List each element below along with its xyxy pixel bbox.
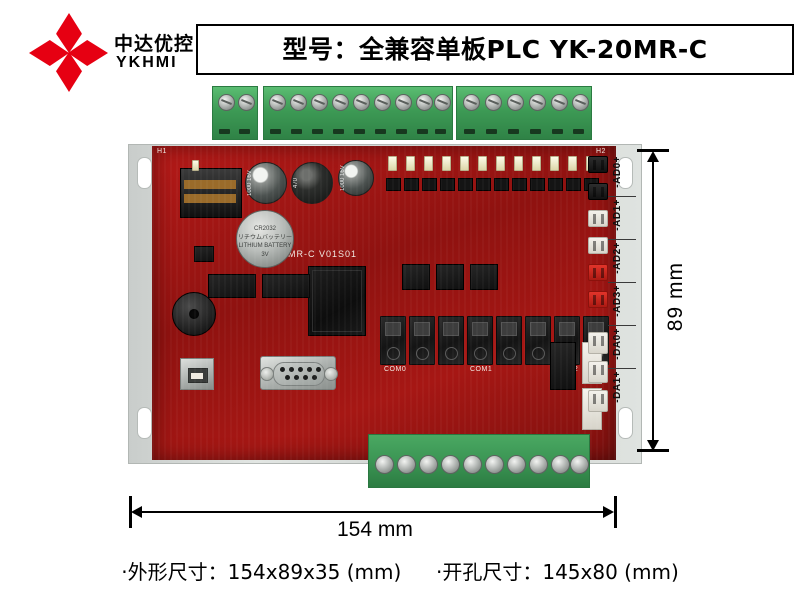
- inductor: 470: [291, 162, 333, 204]
- driver-ic: [262, 274, 310, 298]
- mount-keyhole-slot: [618, 407, 633, 439]
- pin-label-ad1: -AD1+: [612, 199, 623, 231]
- silk-com1: COM1: [470, 366, 493, 373]
- product-photo: H1 H2 YK-20MR-C V01S01 1000 16V 470 1000…: [100, 84, 700, 524]
- logic-ic: [470, 264, 498, 290]
- silk-com2: COM2: [556, 366, 579, 373]
- pin-label-da1: -DA1+: [612, 371, 623, 403]
- logic-ic: [402, 264, 430, 290]
- outline-size-label: ·外形尺寸：154x89x35 (mm): [121, 560, 402, 584]
- brand-name-cn: 中达优控: [114, 33, 195, 55]
- mcu-chip: [308, 266, 366, 336]
- pin-label-ad0: -AD0+: [612, 156, 623, 188]
- battery-type: CR2032: [253, 226, 276, 232]
- battery-labels: CR2032 リチウムバッテリー LITHIUM BATTERY 3V: [237, 211, 293, 267]
- brand-name-en: YKHMI: [116, 54, 178, 71]
- transformer-winding: [184, 180, 236, 189]
- pin-label-da0: -DA0+: [612, 328, 623, 360]
- battery-jp: リチウムバッテリー: [237, 234, 292, 241]
- silk-model: YK-20MR-C V01S01: [258, 249, 358, 259]
- db9-serial-port: [260, 356, 338, 390]
- driver-ic: [208, 274, 256, 298]
- spec-caption: ·外形尺寸：154x89x35 (mm) ·开孔尺寸：145x80 (mm): [0, 556, 800, 585]
- usb-type-b-port: [180, 358, 214, 390]
- silk-com0: COM0: [384, 366, 407, 373]
- relay-driver-ic: [550, 342, 576, 390]
- mount-keyhole-slot: [618, 157, 633, 189]
- silk-h1: H1: [157, 148, 167, 155]
- page-title: 型号：全兼容单板PLC YK-20MR-C: [282, 35, 708, 64]
- logic-ic: [436, 264, 464, 290]
- pcb-board: H1 H2 YK-20MR-C V01S01 1000 16V 470 1000…: [152, 146, 616, 460]
- capacitor-label: 1000 16V: [340, 165, 346, 191]
- terminal-block-top-3: [456, 86, 592, 140]
- small-ic: [194, 246, 214, 262]
- terminal-block-bottom: [368, 434, 590, 488]
- battery-voltage: 3V: [261, 252, 269, 259]
- capacitor-label: 1000 16V: [247, 170, 253, 196]
- pin-label-ad3: -AD3+: [612, 285, 623, 317]
- cutout-size-label: ·开孔尺寸：145x80 (mm): [436, 560, 679, 584]
- electrolytic-capacitor: 1000 16V: [245, 162, 287, 204]
- inductor-label: 470: [293, 178, 299, 189]
- buzzer: [172, 292, 216, 336]
- mount-keyhole-slot: [137, 157, 152, 189]
- battery-en: LITHIUM BATTERY: [238, 243, 292, 250]
- product-title-box: 型号：全兼容单板PLC YK-20MR-C: [196, 24, 794, 75]
- height-dimension-label: 89 mm: [664, 262, 687, 332]
- transformer: [180, 168, 242, 218]
- terminal-block-top-2: [263, 86, 453, 140]
- four-petal-diamond-logo-icon: [29, 13, 108, 92]
- terminal-block-top-1: [212, 86, 258, 140]
- silk-h2: H2: [596, 148, 606, 155]
- pin-label-ad2: -AD2+: [612, 242, 623, 274]
- mount-keyhole-slot: [137, 407, 152, 439]
- width-dimension-label: 154 mm: [337, 518, 413, 541]
- brand-block: 中达优控 YKHMI: [22, 12, 197, 92]
- electrolytic-capacitor: 1000 16V: [338, 160, 374, 196]
- transformer-winding: [184, 194, 236, 203]
- coin-cell-battery: CR2032 リチウムバッテリー LITHIUM BATTERY 3V: [236, 210, 294, 268]
